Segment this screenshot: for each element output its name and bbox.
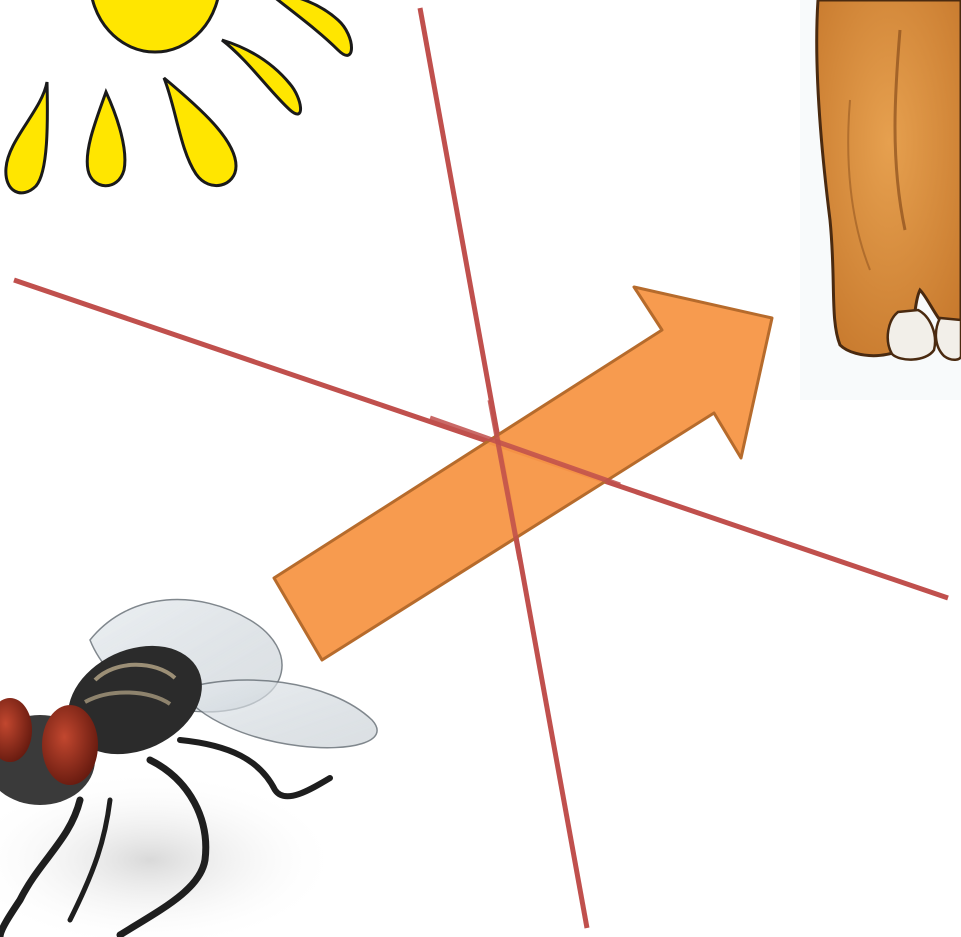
- sun-icon: [6, 0, 352, 193]
- sun-ray: [222, 40, 301, 114]
- fly-wing: [180, 680, 377, 748]
- fly-eye: [42, 705, 98, 785]
- arrow-up-right-icon: [274, 287, 772, 660]
- sun-ray: [268, 0, 352, 55]
- sun-ray: [87, 92, 125, 186]
- cat-paw: [888, 310, 935, 360]
- sun-ray: [6, 82, 48, 193]
- cat-legs-icon: [800, 0, 961, 400]
- sun-ray: [164, 78, 236, 186]
